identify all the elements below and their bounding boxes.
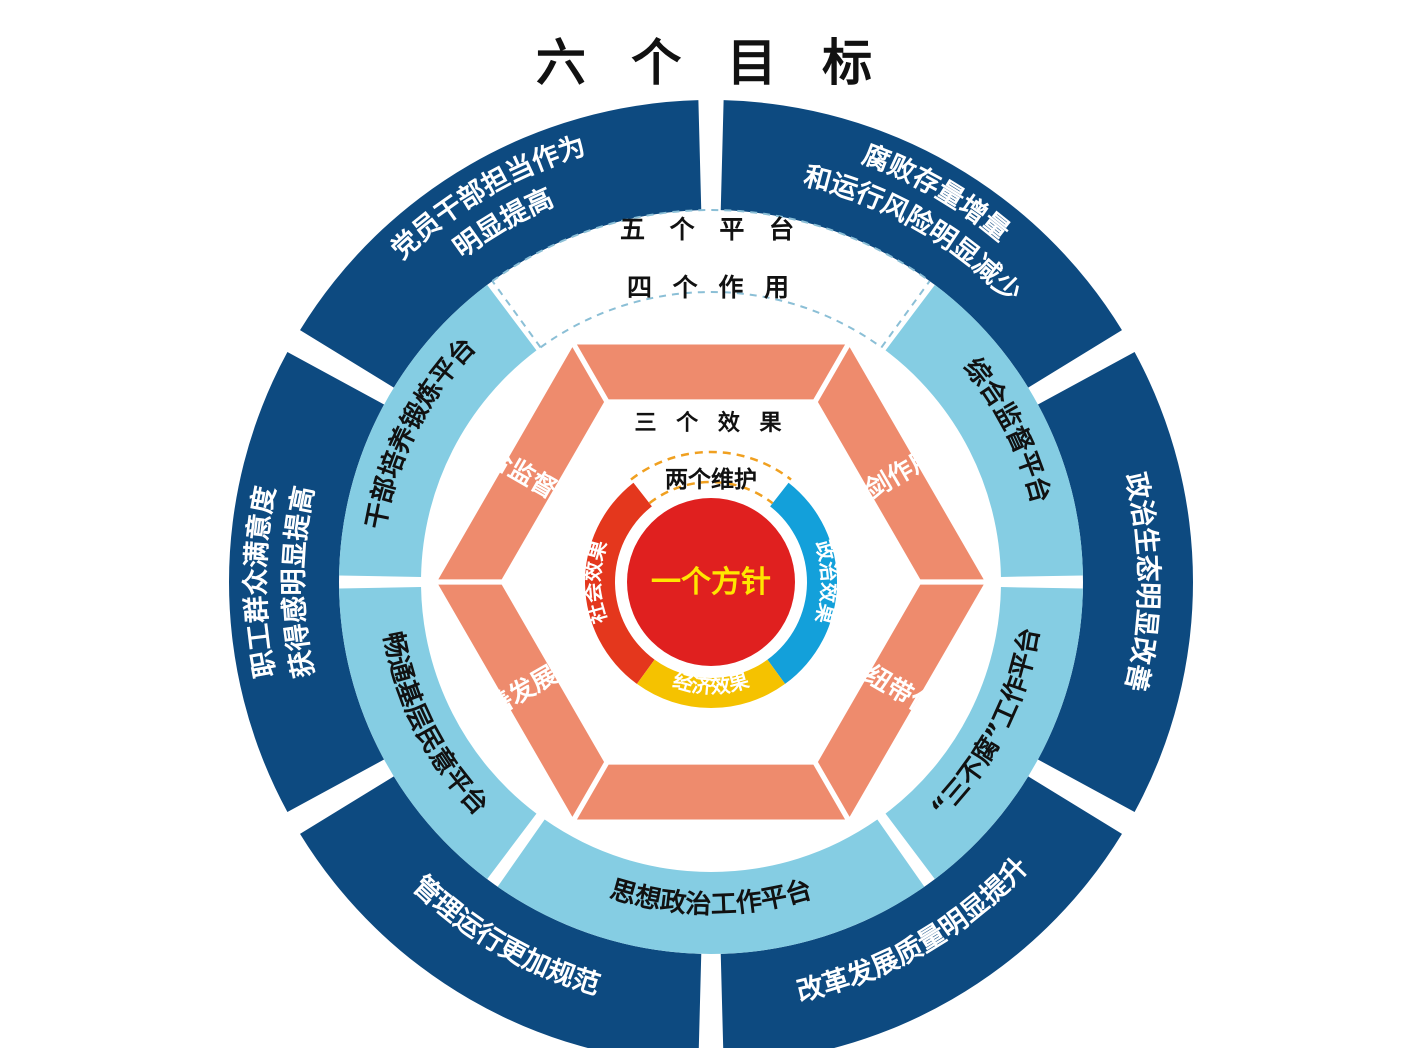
roles-label: 四 个 作 用	[627, 273, 795, 302]
role-segment-6	[438, 347, 605, 580]
goal-sector-4	[300, 776, 702, 1048]
four-roles-hexagon	[438, 344, 984, 820]
maintenance-label: 两个维护	[665, 466, 757, 493]
platform-sector-5	[339, 284, 537, 577]
goal-sector-3	[720, 776, 1122, 1048]
dashed-label-arcs	[491, 209, 931, 349]
three-effects-ring	[584, 450, 837, 708]
platforms-dashed-edge-2	[880, 280, 931, 348]
platforms-outer-dashed-arc	[491, 209, 931, 282]
platform-sector-4	[339, 587, 537, 880]
platform-sector-1	[885, 284, 1083, 577]
role-segment-1	[576, 344, 846, 400]
effects-dashed-arc-outer	[630, 450, 792, 481]
role-segment-3	[817, 584, 984, 817]
economic-effect-arc	[636, 659, 786, 708]
platform-sector-3	[497, 819, 925, 954]
platforms-inner-dashed-arc	[539, 291, 883, 349]
diagram-title: 六 个 目 标	[536, 34, 886, 92]
social-effect-arc	[584, 482, 655, 684]
effects-label: 三 个 效 果	[635, 410, 788, 436]
goal-sector-5	[229, 352, 385, 812]
platform-sector-2	[885, 587, 1083, 880]
center-disc	[627, 498, 795, 666]
role-segment-5	[438, 584, 605, 817]
center-label: 一个方针	[651, 565, 771, 600]
role-segment-4	[576, 764, 846, 820]
goal-sector-2	[1037, 352, 1193, 812]
goal-sector-6	[300, 100, 702, 388]
platforms-dashed-edge-1	[491, 280, 542, 348]
effects-dashed-arc-inner	[648, 480, 774, 505]
platforms-label: 五 个 平 台	[620, 215, 802, 244]
goal-sector-1	[720, 100, 1122, 388]
political-effect-arc	[767, 482, 837, 684]
role-segment-2	[817, 347, 984, 580]
